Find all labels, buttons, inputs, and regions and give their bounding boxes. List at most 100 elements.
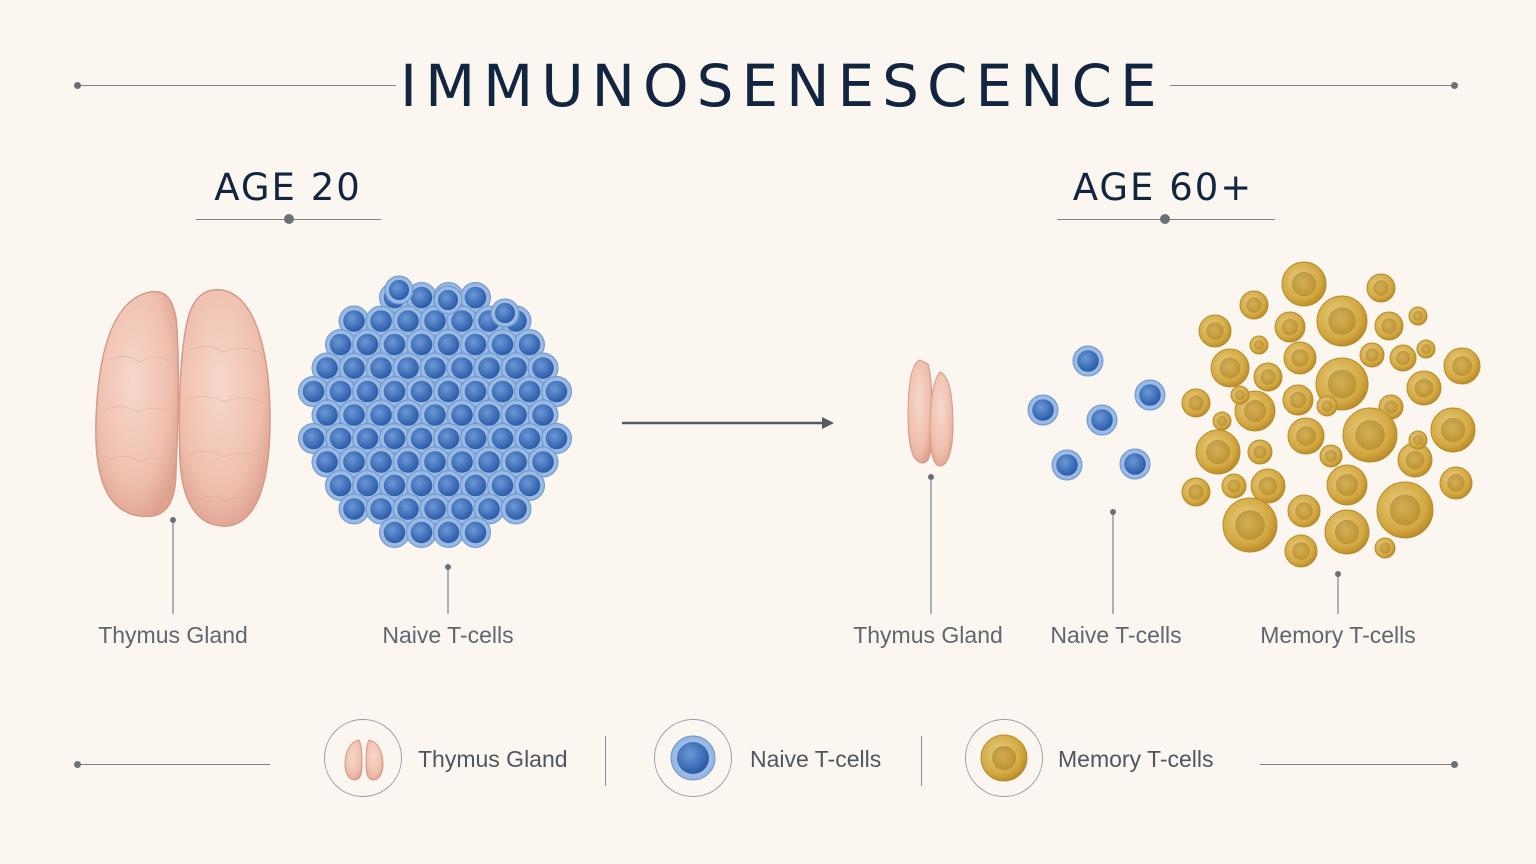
- naive-t-cell: [500, 446, 532, 478]
- memory-t-cell-icon: [980, 734, 1028, 782]
- memory-t-cell: [1253, 362, 1283, 392]
- naive-t-cell: [446, 352, 478, 384]
- naive-t-cell: [527, 352, 559, 384]
- naive-t-cell: [433, 469, 464, 501]
- title-rule-left: [78, 85, 396, 86]
- memory-label: Memory T-cells: [1260, 622, 1416, 648]
- naive-t-cell: [365, 446, 397, 478]
- young-thymus-label: Thymus Gland: [98, 622, 248, 648]
- memory-t-cell: [1210, 348, 1250, 388]
- naive-t-cell: [1051, 449, 1083, 481]
- naive-t-cell: [406, 329, 437, 361]
- naive-t-cell: [1072, 345, 1104, 377]
- memory-t-cell: [1281, 261, 1327, 307]
- young-thymus-gland: [95, 288, 271, 527]
- naive-t-cell: [325, 329, 356, 361]
- naive-t-cell: [311, 399, 343, 431]
- legend-rule-right-dot: [1451, 761, 1458, 768]
- naive-t-cell: [365, 493, 397, 525]
- naive-t-cell-icon: [670, 735, 716, 781]
- naive-t-cell: [1086, 404, 1118, 436]
- naive-t-cell: [433, 285, 463, 315]
- naive-t-cell: [352, 376, 383, 408]
- young-naive-label: Naive T-cells: [382, 622, 514, 648]
- naive-t-cell: [392, 446, 424, 478]
- memory-t-cell: [1181, 477, 1211, 507]
- naive-t-cell: [392, 305, 424, 337]
- naive-t-cell: [473, 399, 505, 431]
- naive-t-cell: [487, 376, 518, 408]
- memory-t-cell: [1397, 442, 1433, 478]
- naive-t-cell: [379, 469, 410, 501]
- naive-t-cell: [352, 469, 383, 501]
- memory-t-cell: [1287, 494, 1321, 528]
- naive-t-cell: [311, 352, 343, 384]
- old-naive-t-cells: [1027, 345, 1166, 481]
- naive-t-cell: [487, 329, 518, 361]
- naive-t-cell: [433, 516, 464, 548]
- naive-t-cell: [392, 352, 424, 384]
- legend-separator-2: [921, 736, 922, 786]
- memory-t-cell: [1366, 273, 1396, 303]
- memory-t-cell: [1283, 341, 1317, 375]
- memory-t-cell: [1287, 417, 1325, 455]
- memory-t-cell: [1359, 342, 1385, 368]
- memory-t-cell: [1221, 473, 1247, 499]
- legend-thymus-label: Thymus Gland: [418, 746, 568, 772]
- old-naive-label: Naive T-cells: [1050, 622, 1182, 648]
- age-60-heading: AGE 60+: [1072, 166, 1254, 209]
- naive-t-cell: [487, 422, 518, 454]
- title-rule-right: [1170, 85, 1455, 86]
- naive-t-cell: [338, 352, 370, 384]
- memory-t-cell: [1416, 339, 1436, 359]
- naive-t-cell: [446, 305, 478, 337]
- legend-memory-swatch: [965, 719, 1043, 797]
- naive-t-cell: [1027, 394, 1059, 426]
- memory-t-cell: [1316, 295, 1368, 347]
- naive-t-cell: [433, 376, 464, 408]
- naive-t-cell: [325, 422, 356, 454]
- naive-t-cell: [460, 376, 491, 408]
- legend-separator-1: [605, 736, 606, 786]
- naive-t-cell: [298, 422, 329, 454]
- memory-t-cell: [1326, 464, 1368, 506]
- naive-t-cell: [473, 493, 505, 525]
- memory-t-cell: [1408, 430, 1428, 450]
- memory-t-cell: [1284, 534, 1318, 568]
- memory-t-cell: [1443, 347, 1481, 385]
- memory-t-cell: [1406, 370, 1442, 406]
- naive-t-cell: [514, 422, 545, 454]
- memory-t-cell: [1439, 466, 1473, 500]
- naive-t-cell: [514, 376, 545, 408]
- naive-t-cell: [514, 329, 545, 361]
- naive-t-cell: [500, 399, 532, 431]
- memory-t-cell: [1250, 468, 1286, 504]
- diagram-title: IMMUNOSENESCENCE: [400, 52, 1165, 120]
- old-thymus-gland: [907, 359, 954, 467]
- naive-t-cell: [352, 422, 383, 454]
- memory-t-cell: [1316, 395, 1338, 417]
- naive-t-cell: [1119, 448, 1151, 480]
- legend-rule-right: [1260, 764, 1455, 765]
- naive-t-cell: [460, 422, 491, 454]
- memory-t-cell: [1324, 509, 1370, 555]
- naive-t-cell: [325, 376, 356, 408]
- naive-t-cell: [460, 516, 491, 548]
- memory-t-cell: [1389, 344, 1417, 372]
- memory-t-cell: [1282, 384, 1314, 416]
- legend-naive-label: Naive T-cells: [750, 746, 882, 772]
- young-naive-t-cell-cluster: [298, 275, 572, 548]
- naive-t-cell: [406, 516, 437, 548]
- memory-t-cell: [1247, 439, 1273, 465]
- naive-t-cell: [527, 446, 559, 478]
- memory-t-cell: [1319, 444, 1343, 468]
- naive-t-cell: [473, 352, 505, 384]
- naive-t-cell: [365, 305, 397, 337]
- memory-t-cell: [1408, 306, 1428, 326]
- naive-t-cell: [527, 399, 559, 431]
- memory-t-cell: [1195, 429, 1241, 475]
- naive-t-cell: [490, 298, 520, 328]
- memory-t-cell: [1430, 407, 1476, 453]
- legend-rule-left: [78, 764, 270, 765]
